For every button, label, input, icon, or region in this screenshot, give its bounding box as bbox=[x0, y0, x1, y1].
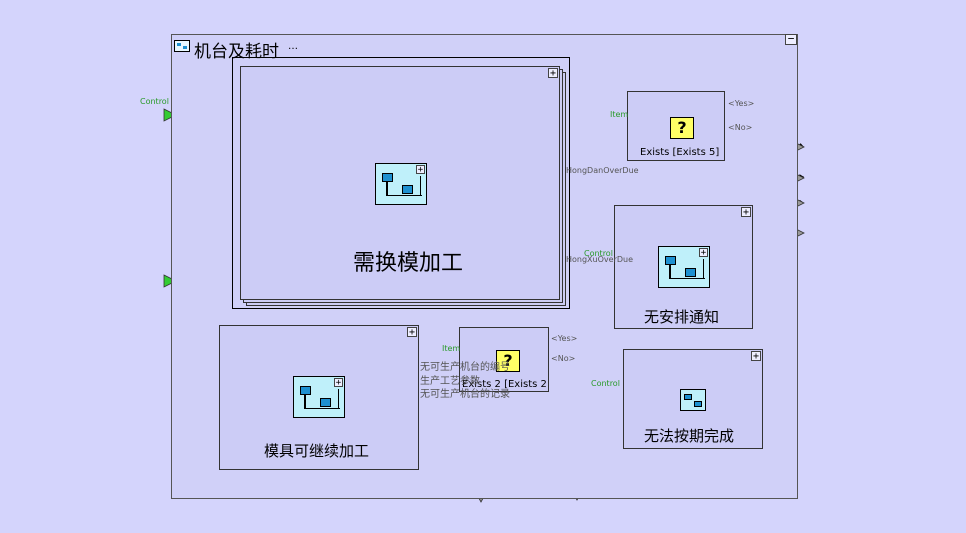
block-exists2[interactable]: ? Exists 2 [Exists 2 bbox=[459, 327, 549, 392]
block-label: 模具可继续加工 bbox=[264, 442, 370, 460]
block-not-on-time[interactable]: + 无法按期完成 bbox=[623, 349, 763, 449]
exists2-yes-label: <Yes> bbox=[551, 334, 578, 343]
exists5-in-label: Item bbox=[610, 110, 629, 119]
exists5-yes-label: <Yes> bbox=[728, 99, 755, 108]
subsystem-icon bbox=[680, 389, 706, 411]
block-label: 需换模加工 bbox=[353, 251, 464, 276]
control-port-label: Control bbox=[584, 249, 613, 258]
block-need-mold-change[interactable]: + + 需换模加工 bbox=[240, 66, 560, 300]
decision-icon: ? bbox=[670, 117, 694, 139]
frame-title-suffix: … bbox=[288, 41, 298, 52]
control-input-port[interactable] bbox=[163, 108, 177, 122]
expand-button[interactable]: + bbox=[407, 327, 417, 338]
frame-icon bbox=[174, 40, 190, 52]
block-label: Exists [Exists 5] bbox=[640, 147, 720, 158]
block-mold-continue[interactable]: + + 模具可继续加工 bbox=[219, 325, 419, 470]
exists5-no-label: <No> bbox=[728, 123, 753, 132]
exists2-in-label: Item bbox=[442, 344, 461, 353]
decision-icon: ? bbox=[496, 350, 520, 372]
input-port[interactable] bbox=[163, 274, 177, 288]
output-label: 无可生产机台的记录 bbox=[420, 389, 510, 400]
expand-button[interactable]: + bbox=[751, 351, 761, 362]
control-port-label: Control bbox=[591, 379, 620, 388]
block-label: 无法按期完成 bbox=[644, 427, 735, 445]
control-port-label: Control bbox=[140, 97, 169, 106]
expand-button[interactable]: + bbox=[548, 68, 558, 79]
output-label: 无可生产机台的编号 bbox=[420, 362, 510, 373]
subsystem-icon: + bbox=[658, 246, 710, 288]
expand-button[interactable]: + bbox=[741, 207, 751, 218]
block-label: Exists 2 [Exists 2 bbox=[462, 379, 547, 390]
selection-outline bbox=[232, 57, 570, 309]
port-label: HongXuOverDue bbox=[566, 255, 634, 264]
block-exists5[interactable]: ? Exists [Exists 5] bbox=[627, 91, 725, 161]
port-label: HongDanOverDue bbox=[566, 166, 639, 175]
subsystem-icon: + bbox=[375, 163, 427, 205]
frame-minimize-button[interactable]: − bbox=[785, 33, 797, 45]
block-no-schedule[interactable]: + + 无安排通知 bbox=[614, 205, 753, 329]
subsystem-icon: + bbox=[293, 376, 345, 418]
exists2-no-label: <No> bbox=[551, 354, 576, 363]
block-label: 无安排通知 bbox=[644, 308, 720, 326]
output-label: 生产工艺参数 bbox=[420, 376, 480, 387]
